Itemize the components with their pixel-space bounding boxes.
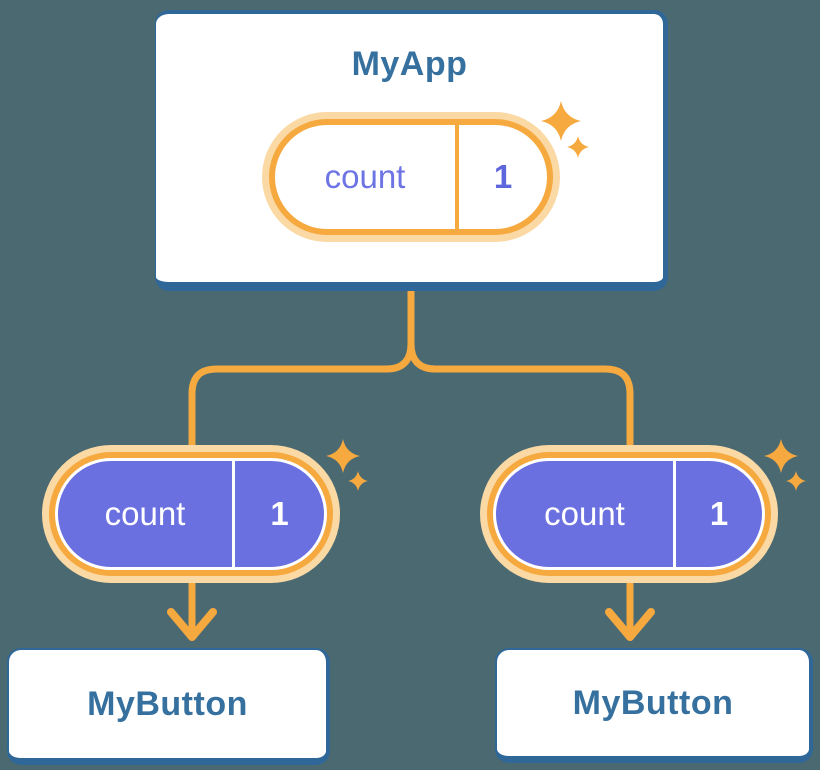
arrow-head-right [605, 608, 655, 641]
myapp-title: MyApp [351, 45, 468, 83]
sparkle-icon [326, 439, 368, 491]
connector-branch-right [407, 340, 634, 464]
state-pill-value: 1 [493, 158, 513, 195]
mybutton-card-right: MyButton [495, 648, 813, 763]
connector-branch-left [188, 340, 415, 464]
prop-pill-left-value-cell: 1 [235, 461, 324, 567]
prop-pill-left-name: count [104, 495, 186, 532]
mybutton-card-left: MyButton [7, 648, 330, 765]
prop-pill-right-value-cell: 1 [676, 461, 762, 567]
prop-pill-right-name: count [544, 495, 625, 532]
sparkle-icon [541, 101, 589, 158]
pill-divider [673, 461, 676, 567]
prop-pill-right-name-cell: count [496, 461, 673, 567]
prop-pill-left-name-cell: count [58, 461, 232, 567]
state-pill: count 1 [269, 119, 553, 235]
prop-pill-right: count 1 [493, 458, 765, 570]
arrow-head-left [167, 608, 217, 641]
mybutton-right-title: MyButton [572, 683, 734, 722]
state-pill-value-cell: 1 [459, 125, 547, 229]
state-pill-name: count [324, 158, 406, 195]
prop-pill-left-value: 1 [270, 495, 289, 532]
state-pill-name-cell: count [275, 125, 455, 229]
prop-pill-left: count 1 [55, 458, 327, 570]
prop-pill-right-value: 1 [709, 495, 729, 532]
sparkle-icon [764, 439, 806, 491]
mybutton-left-title: MyButton [87, 684, 248, 723]
pill-divider [455, 125, 459, 229]
pill-divider [232, 461, 235, 567]
